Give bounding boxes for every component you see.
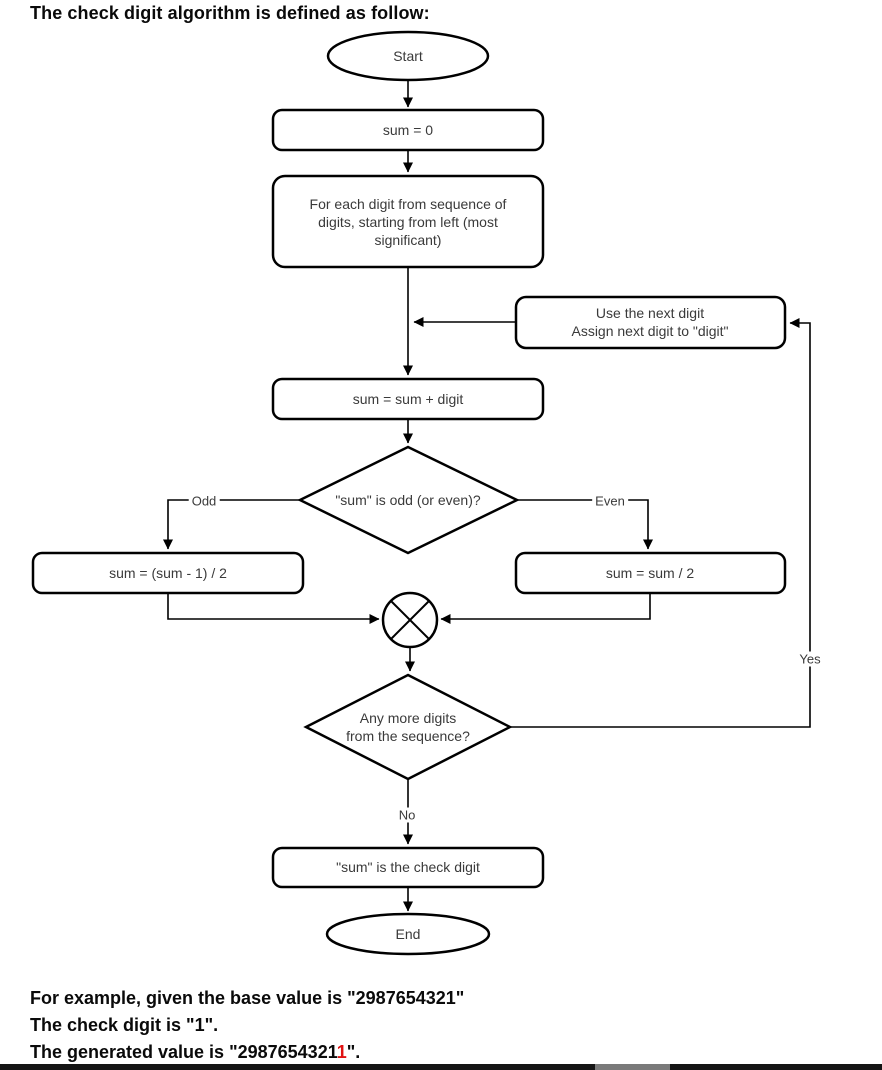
foreach-label: For each digit from sequence of digits, … xyxy=(309,196,507,248)
yes-edge-label: Yes xyxy=(796,651,824,667)
add-box-shape xyxy=(271,377,545,421)
init-label: sum = 0 xyxy=(382,122,434,138)
example-line-2: The check digit is "1". xyxy=(30,1015,219,1035)
edge-oddbox-to-merge xyxy=(167,593,380,624)
init-box-shape xyxy=(271,108,545,152)
even-branch-box-shape xyxy=(514,551,787,595)
end-terminator-shape xyxy=(325,912,491,956)
no-edge-label: No xyxy=(395,807,419,823)
start-terminator-shape xyxy=(326,30,490,82)
foreach-box-shape xyxy=(271,174,545,269)
example-line-1: For example, given the base value is "29… xyxy=(30,988,465,1008)
start-label: Start xyxy=(393,48,423,64)
result-box-shape xyxy=(271,846,545,889)
window-bottom-edge-gap xyxy=(595,1064,670,1070)
odd-branch-label: sum = (sum - 1) / 2 xyxy=(109,565,227,581)
example-text-block: For example, given the base value is "29… xyxy=(30,985,464,1066)
page-title: The check digit algorithm is defined as … xyxy=(30,3,430,23)
even-edge-label: Even xyxy=(592,493,628,509)
edge-yes-loop xyxy=(510,318,811,728)
more-digits-decision-label: Any more digits from the sequence? xyxy=(346,710,470,744)
use-next-box-shape xyxy=(514,295,787,350)
add-label: sum = sum + digit xyxy=(352,391,464,407)
merge-x-line-2 xyxy=(390,600,430,640)
example-line-3-suffix: ". xyxy=(346,1042,361,1062)
example-line-3-prefix: The generated value is "2987654321 xyxy=(30,1042,337,1062)
more-digits-diamond-shape xyxy=(303,673,513,781)
result-label: "sum" is the check digit xyxy=(336,859,480,875)
odd-edge-label: Odd xyxy=(188,493,220,509)
example-line-3: The generated value is "29876543211". xyxy=(30,1039,464,1066)
use-next-label: Use the next digit Assign next digit to … xyxy=(571,305,729,339)
odd-even-decision-label: "sum" is odd (or even)? xyxy=(335,492,481,508)
odd-even-diamond-shape xyxy=(297,445,520,555)
end-label: End xyxy=(395,926,421,942)
edge-odd-branch xyxy=(163,499,300,550)
window-bottom-edge xyxy=(0,1064,882,1070)
example-line-3-check-digit: 1 xyxy=(336,1042,347,1062)
even-branch-label: sum = sum / 2 xyxy=(605,565,695,581)
edge-even-branch xyxy=(517,499,653,550)
odd-branch-box-shape xyxy=(31,551,305,595)
edge-evenbox-to-merge xyxy=(440,593,651,624)
